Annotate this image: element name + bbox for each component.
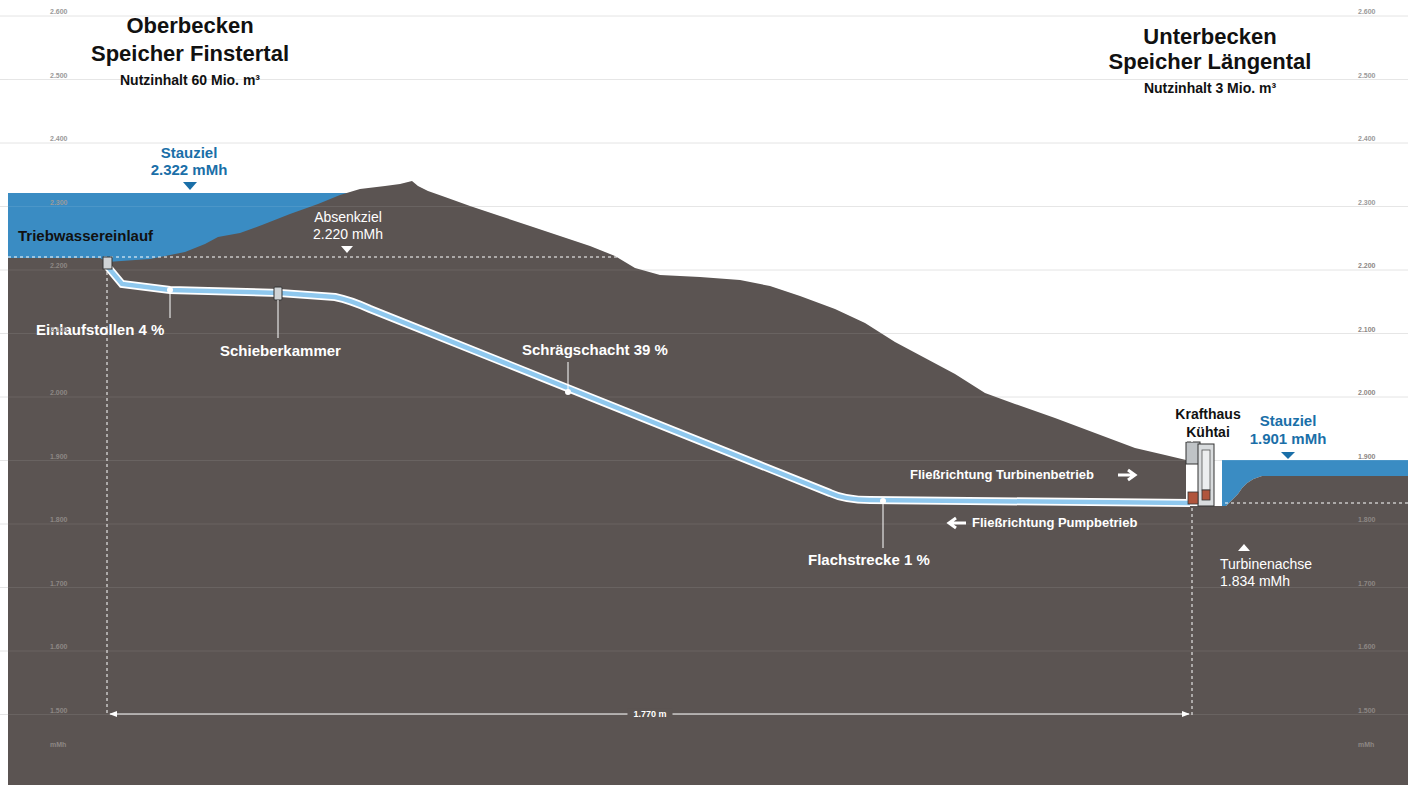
axis-unit: mMh <box>1358 741 1374 749</box>
grid-line <box>0 587 1408 588</box>
level-label: Absenkziel <box>314 209 382 225</box>
axis-tick: 2.500 <box>50 71 68 79</box>
axis-tick: 2.200 <box>1358 262 1376 270</box>
penstock <box>107 266 1190 503</box>
grid-line <box>8 397 1408 398</box>
grid-line <box>8 270 1408 271</box>
axis-tick: 1.800 <box>1358 516 1376 524</box>
grid-line <box>0 333 1408 334</box>
grid-line <box>0 206 1408 207</box>
dimension-line <box>1192 508 1193 716</box>
axis-tick: 2.500 <box>1358 71 1376 79</box>
grid-line <box>8 333 1408 334</box>
level-label: Stauziel <box>161 144 218 161</box>
grid-line <box>8 143 1408 144</box>
part-label: Flachstrecke 1 % <box>808 551 930 568</box>
reservoir-title: Speicher Finstertal <box>91 41 289 66</box>
level-value: 1.901 mMh <box>1250 430 1327 447</box>
axis-tick: 1.600 <box>50 643 68 651</box>
axis-tick: 1.600 <box>1358 643 1376 651</box>
axis-tick: 2.200 <box>50 262 68 270</box>
intake-structure <box>103 257 112 269</box>
axis-tick: 2.400 <box>50 135 68 143</box>
axis-tick: 2.300 <box>50 198 68 206</box>
grid-line <box>8 206 1408 207</box>
grid-line <box>8 524 1408 525</box>
axis-tick: 2.000 <box>50 389 68 397</box>
level-value: 1.834 mMh <box>1220 573 1290 589</box>
axis-tick: 1.900 <box>50 452 68 460</box>
reservoir-title: Unterbecken <box>1143 24 1276 49</box>
axis-tick: 2.400 <box>1358 135 1376 143</box>
leader-line <box>170 290 171 318</box>
level-label: Stauziel <box>1260 412 1317 429</box>
grid-line <box>8 651 1408 652</box>
terrain <box>8 181 1408 785</box>
level-marker <box>183 182 197 190</box>
axis-tick: 2.100 <box>1358 325 1376 333</box>
axis-tick: 2.600 <box>1358 8 1376 16</box>
turbine-axis-line <box>1195 503 1408 504</box>
axis-tick: 2.600 <box>50 8 68 16</box>
level-marker <box>1281 452 1295 459</box>
leader-line <box>883 501 884 548</box>
flow-arrow <box>1118 470 1135 480</box>
powerhouse <box>1182 432 1214 506</box>
flow-direction: Fließrichtung Turbinenbetrieb <box>910 468 1094 483</box>
flow-direction: Fließrichtung Pumpbetrieb <box>972 516 1137 531</box>
penstock-outline <box>107 266 1190 503</box>
grid-lines <box>8 16 1408 715</box>
level-marker <box>1238 544 1250 551</box>
axis-tick: 1.500 <box>1358 706 1376 714</box>
grid-line <box>0 143 1408 144</box>
axis-tick: 1.800 <box>50 516 68 524</box>
reservoir-title: Speicher Längental <box>1109 49 1312 74</box>
grid-line <box>0 714 1408 715</box>
capacity-note: Nutzinhalt 3 Mio. m³ <box>1144 80 1276 96</box>
part-label: Triebwassereinlauf <box>18 227 153 244</box>
grid-line <box>0 651 1408 652</box>
level-marker <box>341 246 353 253</box>
axis-tick: 2.100 <box>50 325 68 333</box>
drawdown-line <box>8 257 635 258</box>
level-value: 2.322 mMh <box>151 161 228 178</box>
building-label: Kühtai <box>1186 424 1230 440</box>
grid-line <box>8 587 1408 588</box>
grid-line <box>0 397 1408 398</box>
leader-line <box>568 362 569 392</box>
level-value: 2.220 mMh <box>313 226 383 242</box>
level-label: Turbinenachse <box>1220 556 1312 572</box>
dimension-line <box>107 272 108 716</box>
part-label: Schrägschacht 39 % <box>522 341 668 358</box>
axis-unit: mMh <box>50 741 66 749</box>
leader-line <box>278 300 279 338</box>
reservoir-title: Oberbecken <box>126 13 253 38</box>
grid-line <box>0 270 1408 271</box>
axis-tick: 2.000 <box>1358 389 1376 397</box>
grid-line <box>0 524 1408 525</box>
part-label: Schieberkammer <box>220 342 341 359</box>
axis-tick: 2.300 <box>1358 198 1376 206</box>
flow-arrow <box>949 518 966 528</box>
dimension-label: 1.770 m <box>627 709 672 719</box>
capacity-note: Nutzinhalt 60 Mio. m³ <box>120 72 260 88</box>
building-label: Krafthaus <box>1175 406 1240 422</box>
axis-tick: 1.900 <box>1358 452 1376 460</box>
axis-tick: 1.700 <box>50 579 68 587</box>
grid-line <box>8 714 1408 715</box>
axis-tick: 1.500 <box>50 706 68 714</box>
axis-tick: 1.700 <box>1358 579 1376 587</box>
valve-chamber <box>274 287 282 300</box>
